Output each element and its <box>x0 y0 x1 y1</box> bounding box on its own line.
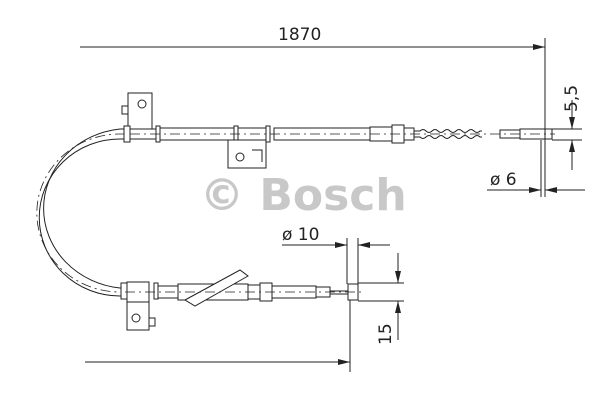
bottom-end-dimensions: ø 10 15 <box>282 225 404 345</box>
cable-sheath <box>36 128 125 297</box>
bosch-watermark: © Bosch <box>200 170 407 221</box>
length-dimension: 1870 <box>80 25 546 372</box>
bottom-cable-end <box>120 269 365 331</box>
length-label: 1870 <box>278 25 321 45</box>
diameter-bottom-label: ø 10 <box>282 225 319 245</box>
top-cable-end <box>121 92 555 169</box>
offset-bottom-label: 15 <box>376 323 396 345</box>
offset-top-label: 5,5 <box>562 85 582 112</box>
diameter-top-label: ø 6 <box>490 170 517 190</box>
top-end-dimensions: 5,5 ø 6 <box>487 85 585 197</box>
